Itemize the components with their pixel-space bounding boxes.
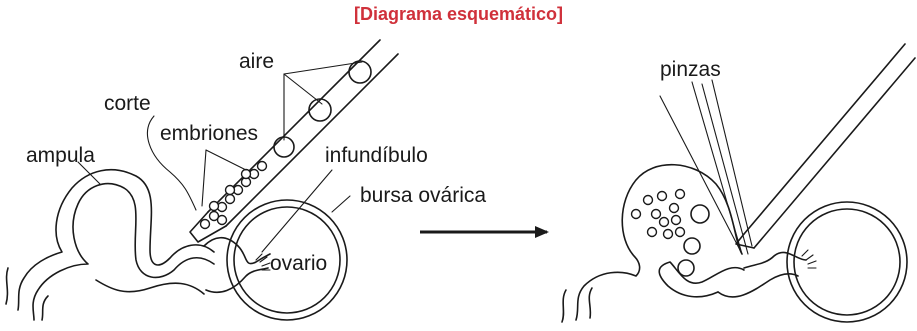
left-leader-lines [77,61,363,253]
infundibulo-shape [203,236,271,294]
right-panel: pinzas [561,43,916,323]
oviduct-with-embryos [561,163,745,323]
label-ovario: ovario [270,252,327,275]
pinzas-and-pipette [659,43,916,255]
transfer-pipette [189,39,399,243]
diagram-title: [Diagrama esquemático] [353,4,564,24]
label-ampula: ampula [26,144,95,167]
bursa-ovarica-shape-right [786,201,908,323]
oviduct-ampulla-shape [5,168,215,321]
label-pinzas: pinzas [660,58,721,81]
embryos-in-pipette [199,160,268,230]
bursa-ovarica-shape [226,199,348,321]
label-bursa: bursa ovárica [360,184,486,207]
left-panel: aire corte embriones ampula infundíbulo … [5,39,486,321]
label-infundibulo: infundíbulo [325,144,428,167]
label-corte: corte [104,92,151,115]
label-aire: aire [239,50,274,73]
infundibulo-shape-right [717,249,817,298]
label-embriones: embriones [160,122,258,145]
